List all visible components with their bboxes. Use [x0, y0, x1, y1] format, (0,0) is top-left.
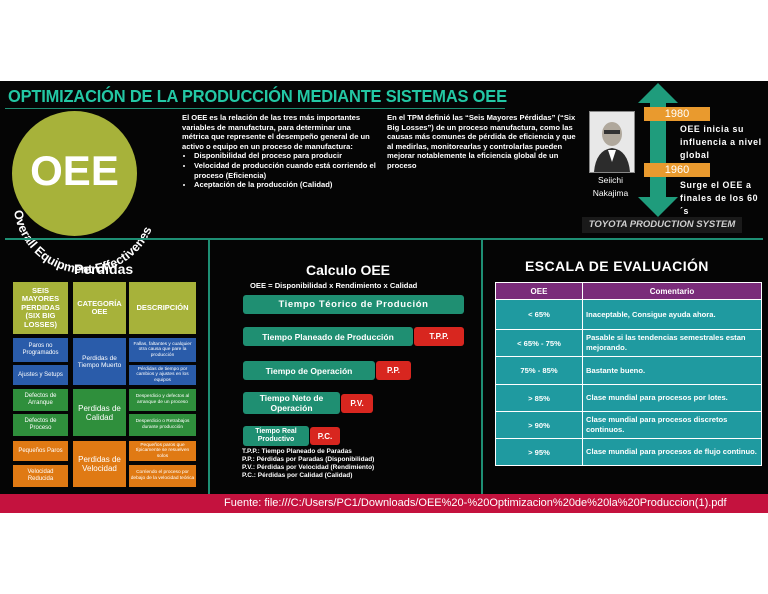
- header-descripcion: DESCRIPCIÓN: [129, 282, 196, 334]
- table-cell: Inaceptable, Consigue ayuda ahora.: [582, 299, 762, 330]
- loss-pc: P.C.: [310, 427, 340, 445]
- source-footer: Fuente: file:///C:/Users/PC1/Downloads/O…: [0, 494, 768, 513]
- note-1960: Surge el OEE a finales de los 60´s: [680, 180, 759, 216]
- table-cell: Clase mundial para procesos de flujo con…: [582, 438, 762, 466]
- table-cell: Bastante bueno.: [582, 356, 762, 385]
- nakajima-portrait: [589, 111, 635, 173]
- description-cell: Pérdidas de tiempo por cambios y ajustes…: [129, 365, 196, 385]
- perdidas-title: Perdidas: [74, 261, 134, 277]
- column-header: OEE: [495, 282, 583, 300]
- evaluation-table: OEE Comentario < 65% Inaceptable, Consig…: [495, 282, 762, 466]
- divider: [5, 238, 763, 240]
- title-underline: [5, 108, 505, 109]
- table-cell: Clase mundial para procesos por lotes.: [582, 384, 762, 412]
- loss-pv: P.V.: [341, 394, 373, 413]
- table-cell: < 65% - 75%: [495, 329, 583, 357]
- legend-item: P.C.: Pérdidas por Calidad (Calidad): [242, 472, 353, 479]
- loss-defectos-arranque: Defectos de Arranque: [13, 389, 68, 411]
- oee-definition-text: El OEE es la relación de las tres más im…: [182, 113, 370, 151]
- table-row: < 65% - 75% Pasable si las tendencias se…: [495, 329, 762, 357]
- table-row: > 85% Clase mundial para procesos por lo…: [495, 384, 762, 412]
- loss-pp: P.P.: [376, 361, 411, 380]
- list-item: Aceptación de la producción (Calidad): [194, 180, 377, 190]
- table-cell: < 65%: [495, 299, 583, 330]
- column-header: Comentario: [582, 282, 762, 300]
- person-name: Seiichi Nakajima: [592, 175, 629, 198]
- oee-definition: El OEE es la relación de las tres más im…: [182, 113, 377, 190]
- divider: [481, 239, 483, 494]
- oee-arc-caption: Overall Equipment Effectivenes: [11, 209, 155, 277]
- table-cell: > 95%: [495, 438, 583, 466]
- source-link[interactable]: Fuente: file:///C:/Users/PC1/Downloads/O…: [224, 497, 727, 509]
- tpm-description: En el TPM definió las “Seis Mayores Pérd…: [387, 113, 576, 170]
- toyota-production-system-label: TOYOTA PRODUCTION SYSTEM: [582, 217, 742, 233]
- year-1960: 1960: [644, 163, 710, 177]
- category-calidad: Perdidas de Calidad: [73, 389, 126, 436]
- legend-item: P.P.: Pérdidas por Paradas (Disponibilid…: [242, 456, 375, 463]
- description-cell: Pequeños paros que típicamente se resuel…: [129, 441, 196, 461]
- legend-item: T.P.P.: Tiempo Planeado de Paradas: [242, 448, 352, 455]
- table-row: > 95% Clase mundial para procesos de flu…: [495, 438, 762, 466]
- loss-velocidad-reducida: Velocidad Reducida: [13, 465, 68, 487]
- loss-defectos-proceso: Defectos de Proceso: [13, 414, 68, 436]
- table-row: > 90% Clase mundial para procesos discre…: [495, 411, 762, 439]
- table-header-row: OEE Comentario: [495, 282, 762, 300]
- category-tiempo-muerto: Perdidas de Tiempo Muerto: [73, 338, 126, 385]
- table-cell: > 85%: [495, 384, 583, 412]
- year-1980: 1980: [644, 107, 710, 121]
- header-categoria: CATEGORÍA OEE: [73, 282, 126, 334]
- bar-tiempo-teorico: Tiempo Téorico de Produción: [243, 295, 464, 314]
- legend-item: P.V.: Pérdidas por Velocidad (Rendimient…: [242, 464, 375, 471]
- up-down-arrow-icon: [638, 83, 678, 217]
- calculo-title: Calculo OEE: [306, 262, 391, 278]
- category-velocidad: Perdidas de Velocidad: [73, 441, 126, 487]
- table-row: 75% - 85% Bastante bueno.: [495, 356, 762, 385]
- oee-logo-circle: [12, 111, 137, 236]
- bar-tiempo-operacion: Tiempo de Operación: [243, 361, 375, 380]
- oee-logo-text: OEE: [30, 147, 119, 194]
- description-cell: Fallas, faltantes y cualquier otra causa…: [129, 338, 196, 362]
- infographic-poster: OPTIMIZACIÓN DE LA PRODUCCIÓN MEDIANTE S…: [0, 81, 768, 513]
- table-cell: > 90%: [495, 411, 583, 439]
- divider: [208, 239, 210, 494]
- bar-tiempo-real: Tiempo Real Productivo: [243, 426, 309, 446]
- bar-tiempo-neto: Tiempo Neto de Operación: [243, 392, 340, 414]
- oee-formula: OEE = Disponibilidad x Rendimiento x Cal…: [250, 281, 418, 290]
- page-title: OPTIMIZACIÓN DE LA PRODUCCIÓN MEDIANTE S…: [8, 86, 507, 106]
- escala-title: ESCALA DE EVALUACIÓN: [525, 258, 709, 274]
- table-cell: Clase mundial para procesos discretos co…: [582, 411, 762, 439]
- table-row: < 65% Inaceptable, Consigue ayuda ahora.: [495, 299, 762, 330]
- description-cell: Corriendo el proceso por debajo de la ve…: [129, 465, 196, 487]
- loss-pequenos-paros: Pequeños Paros: [13, 441, 68, 461]
- description-cell: Desperdicio y defectos al arranque de un…: [129, 389, 196, 411]
- loss-paros: Paros no Programados: [13, 338, 68, 362]
- table-cell: Pasable si las tendencias semestrales es…: [582, 329, 762, 357]
- description-cell: Desperdicio o Retrabajos durante producc…: [129, 414, 196, 436]
- list-item: Velocidad de producción cuando está corr…: [194, 161, 377, 180]
- table-cell: 75% - 85%: [495, 356, 583, 385]
- note-1980: OEE inicia su influencia a nivel global: [680, 124, 762, 160]
- calculo-legend: T.P.P.: Tiempo Planeado de Paradas P.P.:…: [242, 448, 374, 480]
- header-six-big-losses: SEIS MAYORES PERDIDAS (SIX BIG LOSSES): [13, 282, 68, 334]
- loss-ajustes: Ajustes y Setups: [13, 365, 68, 385]
- loss-tpp: T.P.P.: [414, 327, 464, 346]
- bar-tiempo-planeado: Tiempo Planeado de Producción: [243, 327, 413, 346]
- list-item: Disponibilidad del proceso para producir: [194, 151, 377, 161]
- oee-variables-list: Disponibilidad del proceso para producir…: [182, 151, 377, 189]
